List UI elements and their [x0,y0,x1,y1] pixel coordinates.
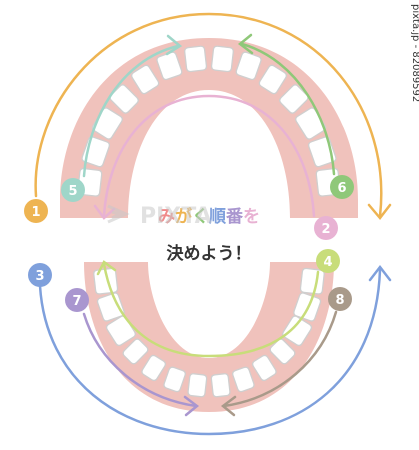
path-5-arrowhead [165,34,183,56]
step-label-8: 8 [335,293,344,308]
step-badge-3: 3 [28,263,52,287]
tooth [96,292,125,322]
step-label-4: 4 [323,255,332,270]
step-badge-1: 1 [24,199,48,223]
title-char: く [192,207,209,227]
path-6-arrowhead [237,33,254,55]
step-badge-2: 2 [314,216,338,240]
path-2 [102,94,316,218]
step-badge-8: 8 [328,287,352,311]
path-8-arrowhead [220,395,237,417]
path-2-arrowhead [93,204,116,220]
brushing-paths [34,12,392,436]
tooth [187,373,208,398]
path-8 [222,310,338,408]
step-badge-5: 5 [61,178,85,202]
step-label-2: 2 [321,222,330,237]
watermark-logo-icon [107,204,130,224]
side-credit: pixta.jp - 82089592 [410,4,419,102]
tooth [130,64,160,95]
step-label-6: 6 [337,181,346,196]
tooth [184,45,208,73]
path-6 [240,42,336,176]
tooth [156,51,183,81]
path-4-arrowhead [96,260,117,276]
path-1-arrowhead [367,203,392,220]
tooth [269,338,296,365]
path-7-arrowhead [183,395,200,417]
path-4 [102,262,320,358]
step-badge-4: 4 [316,249,340,273]
path-7 [82,312,198,408]
upper-jaw [60,38,358,218]
title-char: 順 [209,207,227,227]
title-char: み [158,207,175,227]
upper-gum [60,38,358,218]
upper-teeth [77,45,341,197]
tooth [210,45,234,73]
step-label-5: 5 [68,184,77,199]
title-char: が [175,206,192,227]
tooth [279,84,309,114]
tooth [258,64,288,95]
path-3-arrowhead [368,264,392,282]
title-line-2: 決めよう！ [167,243,252,264]
step-label-1: 1 [31,205,40,220]
step-badges: 1 2 3 4 5 6 7 8 [24,175,354,312]
title-line-1: みがく順番を [158,206,260,227]
tooth [163,366,186,393]
title-char: 番 [225,207,244,227]
tooth [122,338,149,365]
tooth [210,373,231,398]
lower-jaw [84,262,334,412]
title-char: を [243,207,260,227]
tooth [282,315,313,347]
tooth [232,366,255,393]
path-1 [34,12,383,218]
step-badge-6: 6 [330,175,354,199]
path-5 [82,44,180,178]
tooth [141,354,167,382]
tooth [235,51,262,81]
step-label-7: 7 [72,294,81,309]
path-3 [38,268,382,436]
watermark-text: PIXTA [140,204,212,229]
watermark: PIXTA [107,204,212,229]
title: みがく順番を 決めよう！ [158,206,260,264]
step-label-3: 3 [35,269,44,284]
step-badge-7: 7 [65,288,89,312]
tooth [299,267,325,295]
tooth [251,354,277,382]
